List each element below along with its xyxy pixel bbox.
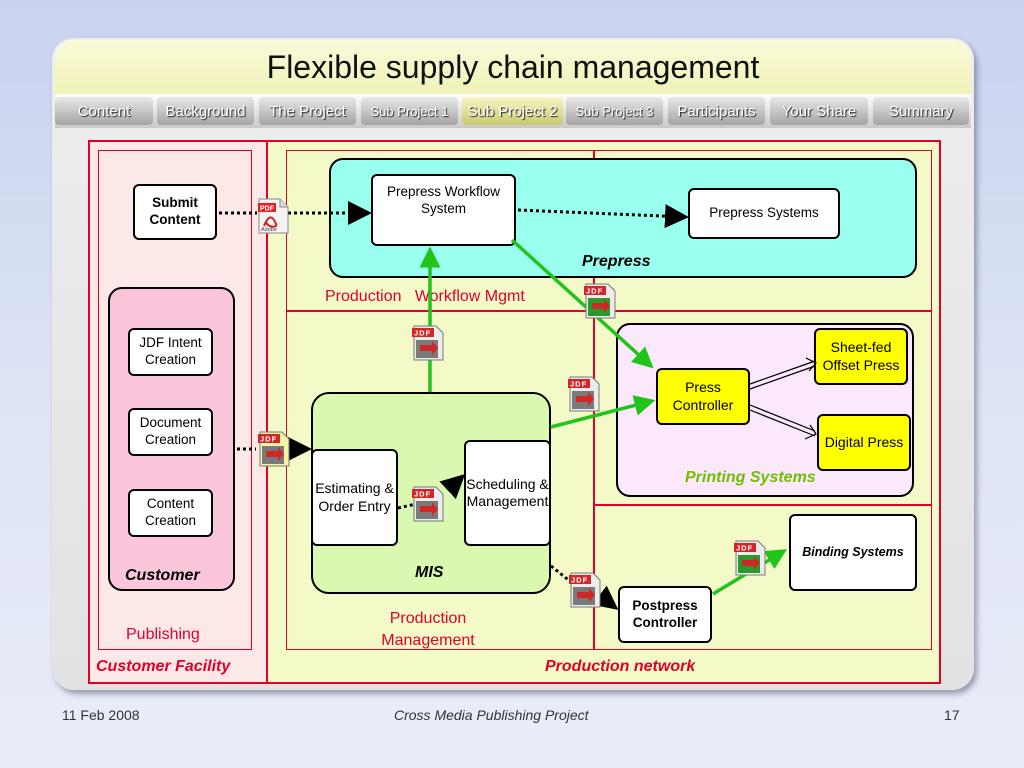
publishing-label: Publishing: [126, 626, 200, 643]
production-zone: [286, 150, 932, 650]
jdf-icon: JDF: [584, 283, 616, 319]
tab-participants[interactable]: Participants: [668, 97, 765, 125]
sheetfed-press-box: Sheet-fed Offset Press: [814, 328, 908, 385]
green-arrows: [419, 238, 787, 596]
svg-text:Adobe: Adobe: [261, 227, 277, 233]
tab-sub-project-3[interactable]: Sub Project 3: [566, 97, 663, 125]
jdf-icon: JDF: [734, 540, 766, 576]
tab-summary[interactable]: Summary: [873, 97, 969, 125]
slide-title: Flexible supply chain management: [266, 48, 760, 85]
content-creation-box: Content Creation: [128, 489, 213, 537]
binding-systems-box: Binding Systems: [789, 514, 917, 591]
digital-press-box: Digital Press: [817, 414, 911, 471]
prepress-label: Prepress: [582, 253, 651, 270]
svg-text:PDF: PDF: [260, 206, 275, 213]
tab-background[interactable]: Background: [157, 97, 254, 125]
prepress-workflow-box: Prepress Workflow System: [371, 174, 516, 246]
footer-title: Cross Media Publishing Project: [394, 707, 589, 723]
tab-content[interactable]: Content: [55, 97, 153, 125]
svg-text:JDF: JDF: [586, 287, 603, 296]
printing-systems-label: Printing Systems: [685, 469, 816, 486]
jdf-icon: JDF: [258, 431, 290, 467]
production-network-label: Production network: [545, 658, 696, 675]
estimating-box: Estimating & Order Entry: [311, 449, 398, 546]
jdf-intent-creation-box: JDF Intent Creation: [128, 328, 213, 376]
customer-label: Customer: [125, 567, 200, 584]
divider-h2: [593, 504, 932, 506]
svg-text:JDF: JDF: [571, 576, 588, 585]
submit-content-box: Submit Content: [133, 184, 217, 240]
production-management-label: Production Management: [381, 610, 475, 649]
svg-text:JDF: JDF: [414, 490, 431, 499]
svg-text:JDF: JDF: [414, 329, 431, 338]
footer-date: 11 Feb 2008: [62, 707, 140, 723]
jdf-icon: JDF: [568, 376, 600, 412]
publishing-zone: [98, 150, 252, 650]
pdf-icon: PDF Adobe: [258, 198, 289, 234]
document-creation-box: Document Creation: [128, 408, 213, 456]
double-arrows: [749, 357, 817, 440]
dotted-connectors: [219, 201, 689, 610]
postpress-controller-box: Postpress Controller: [618, 586, 712, 643]
jdf-icon: JDF: [569, 572, 601, 608]
tab-the-project[interactable]: The Project: [259, 97, 356, 125]
prepress-systems-box: Prepress Systems: [688, 188, 840, 239]
title-bar: Flexible supply chain management: [55, 40, 971, 94]
jdf-icon: JDF: [412, 486, 444, 522]
tab-sub-project-1[interactable]: Sub Project 1: [361, 97, 458, 125]
tab-your-share[interactable]: Your Share: [770, 97, 868, 125]
press-controller-box: Press Controller: [656, 368, 750, 425]
svg-text:JDF: JDF: [736, 544, 753, 553]
customer-facility-label: Customer Facility: [96, 658, 231, 675]
svg-text:JDF: JDF: [570, 380, 587, 389]
jdf-icon: JDF: [412, 325, 444, 361]
tab-sub-project-2[interactable]: Sub Project 2: [462, 97, 563, 125]
mis-label: MIS: [415, 564, 444, 581]
svg-text:JDF: JDF: [260, 435, 277, 444]
slide-number: 17: [944, 707, 960, 723]
